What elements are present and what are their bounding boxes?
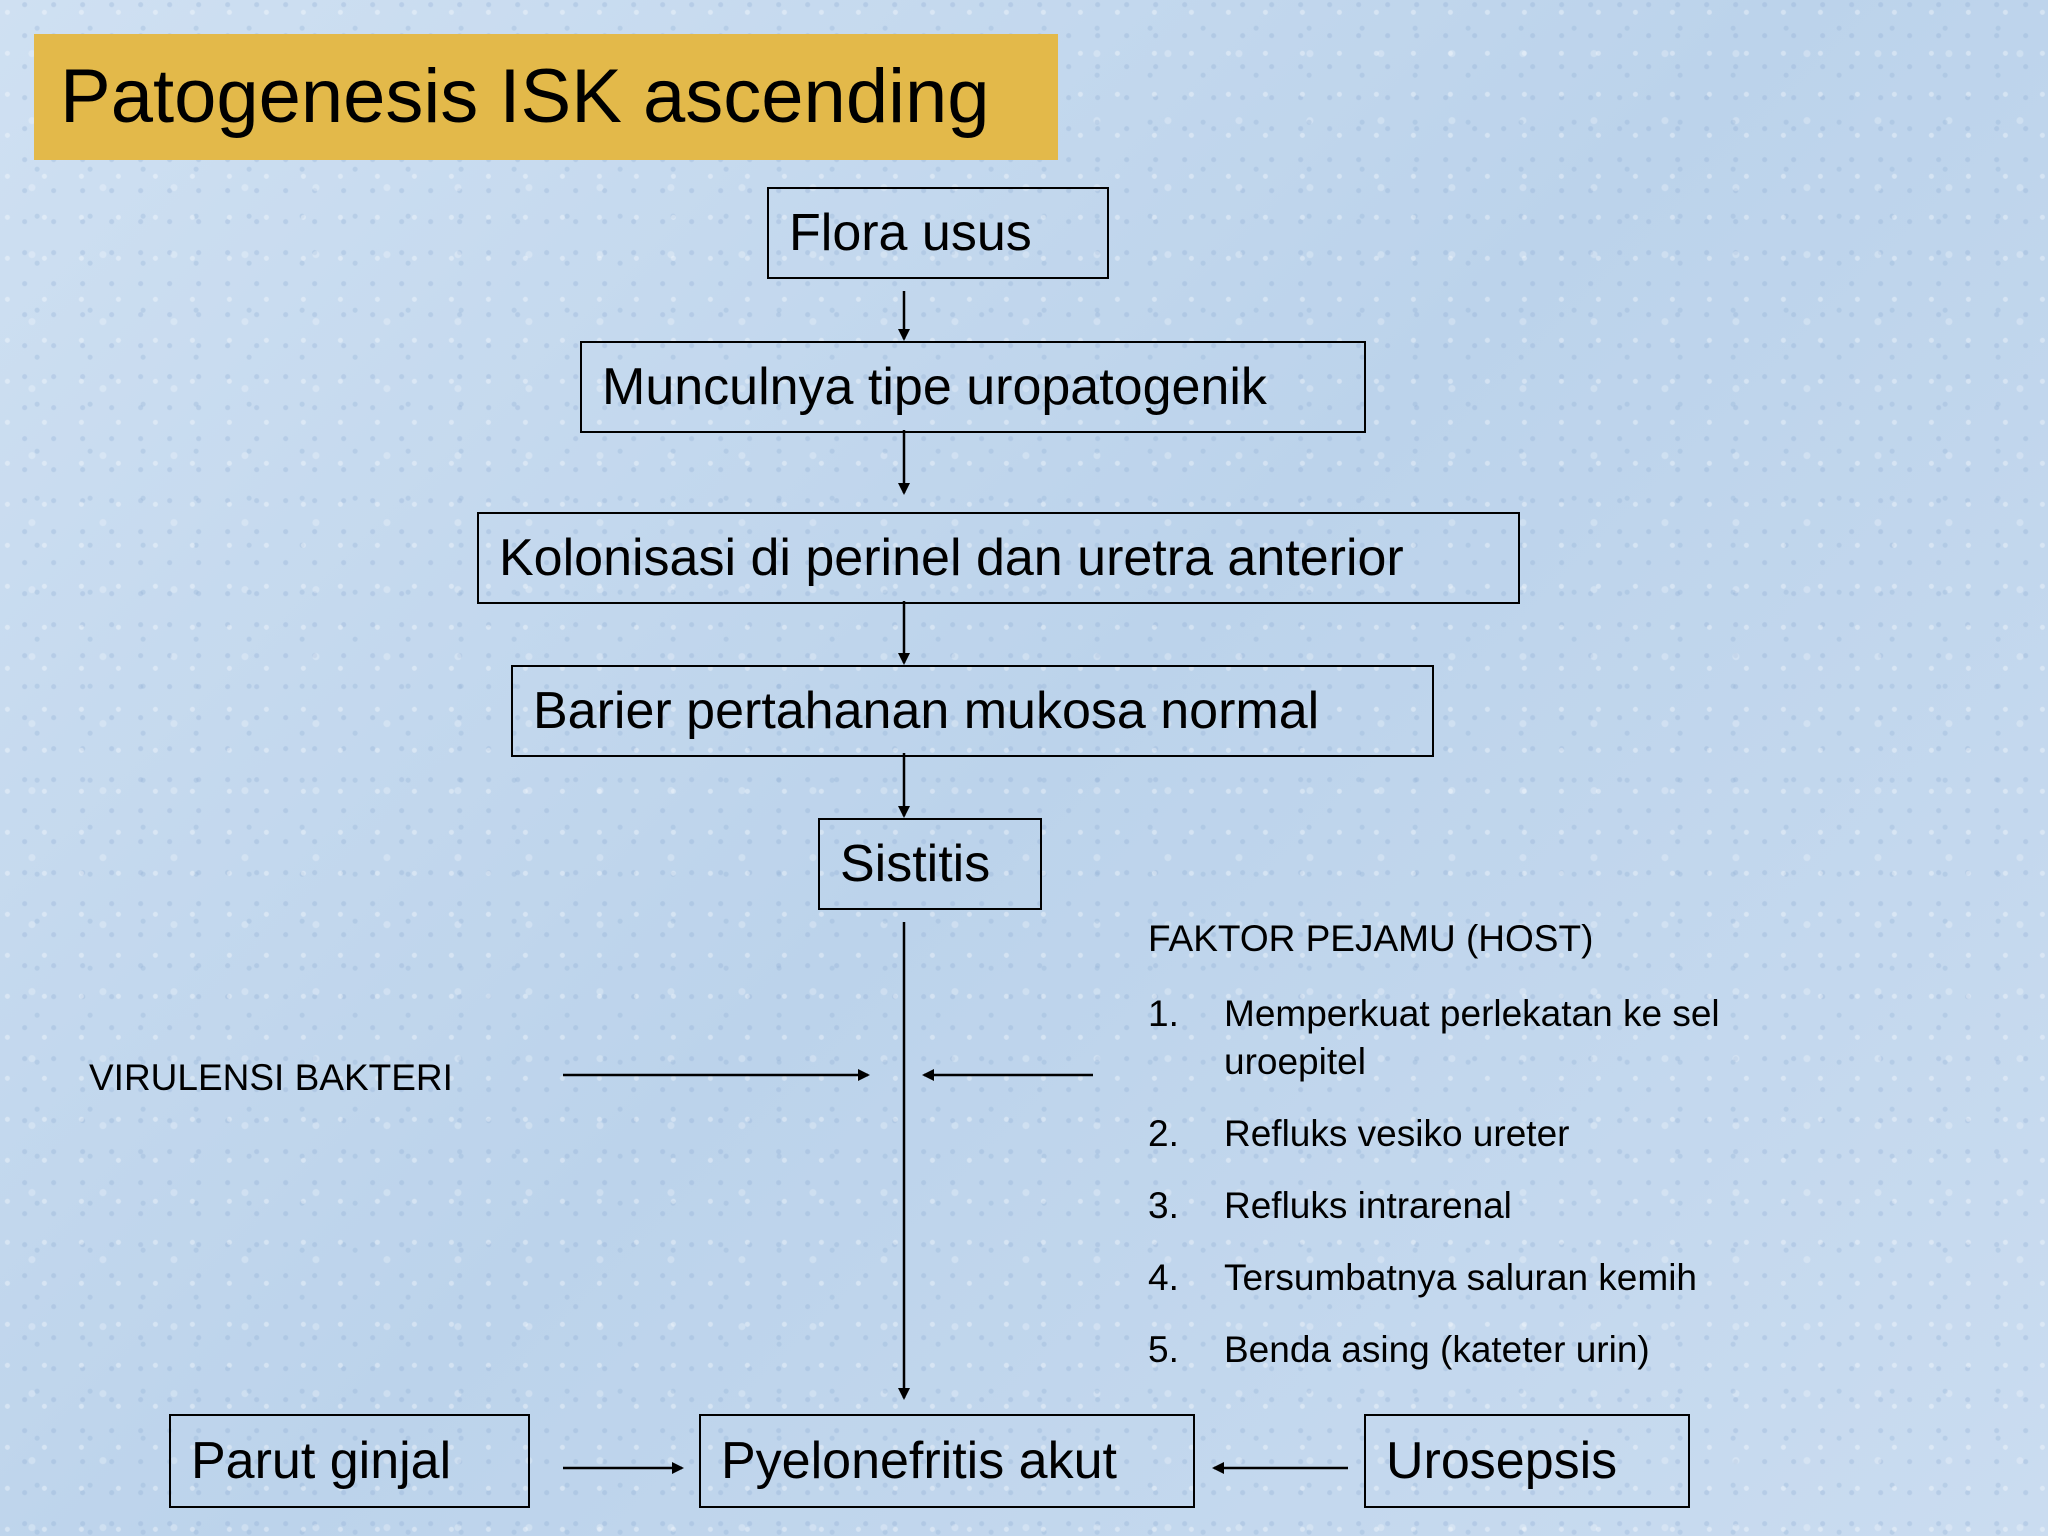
list-item-number: 2. bbox=[1148, 1113, 1179, 1154]
list-item: 1. Memperkuat perlekatan ke sel uroepite… bbox=[1148, 990, 1768, 1086]
host-factors-list: 1. Memperkuat perlekatan ke sel uroepite… bbox=[1148, 990, 1768, 1398]
title-banner: Patogenesis ISK ascending bbox=[34, 34, 1058, 160]
list-item-text: Tersumbatnya saluran kemih bbox=[1224, 1257, 1697, 1298]
list-item: 2. Refluks vesiko ureter bbox=[1148, 1110, 1768, 1158]
list-item-text: Benda asing (kateter urin) bbox=[1224, 1329, 1650, 1370]
list-item-text: Refluks intrarenal bbox=[1224, 1185, 1512, 1226]
box-parut-ginjal: Parut ginjal bbox=[169, 1414, 530, 1508]
list-item-number: 4. bbox=[1148, 1257, 1179, 1298]
host-factors-heading: FAKTOR PEJAMU (HOST) bbox=[1148, 918, 1594, 959]
slide-title: Patogenesis ISK ascending bbox=[60, 54, 990, 139]
list-item-text: Memperkuat perlekatan ke sel uroepitel bbox=[1224, 993, 1720, 1082]
box-urosepsis: Urosepsis bbox=[1364, 1414, 1690, 1508]
box-barier-pertahanan: Barier pertahanan mukosa normal bbox=[511, 665, 1434, 757]
list-item-number: 3. bbox=[1148, 1185, 1179, 1226]
virulensi-bakteri-label: VIRULENSI BAKTERI bbox=[89, 1057, 453, 1098]
list-item: 5. Benda asing (kateter urin) bbox=[1148, 1326, 1768, 1374]
list-item: 3. Refluks intrarenal bbox=[1148, 1182, 1768, 1230]
box-flora-usus: Flora usus bbox=[767, 187, 1109, 279]
list-item: 4. Tersumbatnya saluran kemih bbox=[1148, 1254, 1768, 1302]
list-item-number: 1. bbox=[1148, 993, 1179, 1034]
list-item-number: 5. bbox=[1148, 1329, 1179, 1370]
box-sistitis: Sistitis bbox=[818, 818, 1042, 910]
box-pyelonefritis-akut: Pyelonefritis akut bbox=[699, 1414, 1195, 1508]
list-item-text: Refluks vesiko ureter bbox=[1224, 1113, 1570, 1154]
box-munculnya-uropatogenik: Munculnya tipe uropatogenik bbox=[580, 341, 1366, 433]
box-kolonisasi: Kolonisasi di perinel dan uretra anterio… bbox=[477, 512, 1520, 604]
